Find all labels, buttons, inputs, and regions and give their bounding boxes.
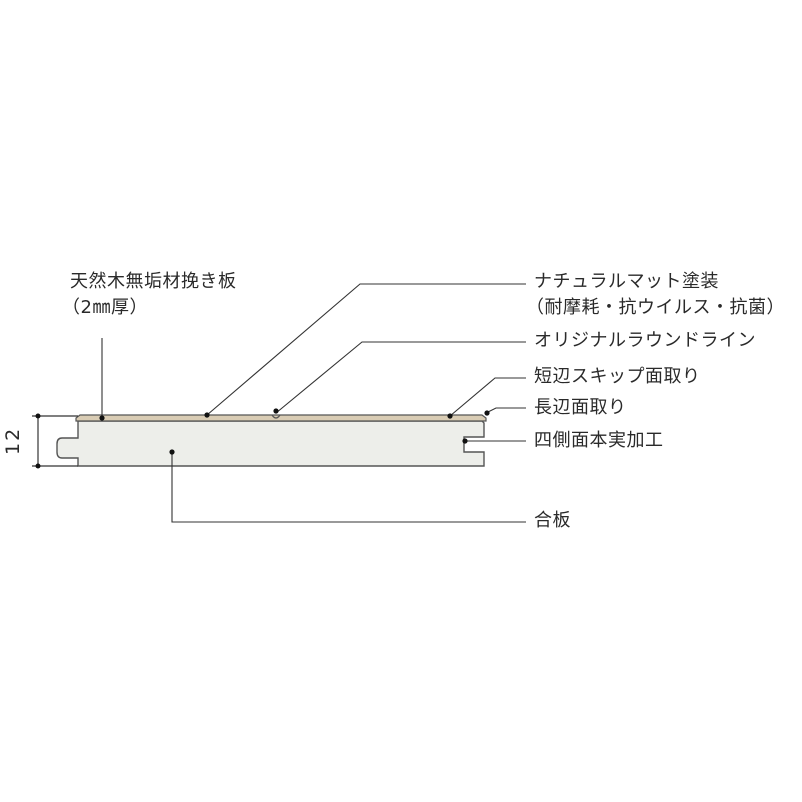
dot-round-line <box>273 408 279 414</box>
round-line-mark <box>271 414 281 419</box>
leader-plywood <box>171 452 526 523</box>
dimension-dot-top <box>35 413 41 419</box>
leader-coating <box>206 283 526 416</box>
label-coating-line2: （耐摩耗・抗ウイルス・抗菌） <box>526 297 785 318</box>
label-short-chamfer: 短辺スキップ面取り <box>534 366 701 387</box>
thickness-value: 12 <box>2 426 24 455</box>
dot-short-chamfer <box>447 413 453 419</box>
dot-coating <box>204 412 210 418</box>
dimension-dot-bottom <box>35 463 41 469</box>
dot-plywood <box>169 449 175 455</box>
leader-round-line <box>275 341 526 414</box>
leader-short-chamfer <box>449 377 526 417</box>
label-long-chamfer: 長辺面取り <box>534 397 627 418</box>
label-veneer-line1: 天然木無垢材挽き板 <box>70 271 237 292</box>
label-coating-line1: ナチュラルマット塗装 <box>534 271 719 292</box>
dot-veneer <box>99 415 105 421</box>
dot-long-chamfer <box>484 410 490 416</box>
label-tongue-groove: 四側面本実加工 <box>534 430 664 451</box>
label-plywood: 合板 <box>534 510 571 531</box>
label-round-line: オリジナルラウンドライン <box>534 330 756 351</box>
dot-tongue-groove <box>462 438 468 444</box>
plywood-board <box>56 420 485 467</box>
label-veneer-line2: （2㎜厚） <box>62 297 148 318</box>
leader-long-chamfer <box>485 407 526 414</box>
veneer-layer <box>75 414 487 422</box>
